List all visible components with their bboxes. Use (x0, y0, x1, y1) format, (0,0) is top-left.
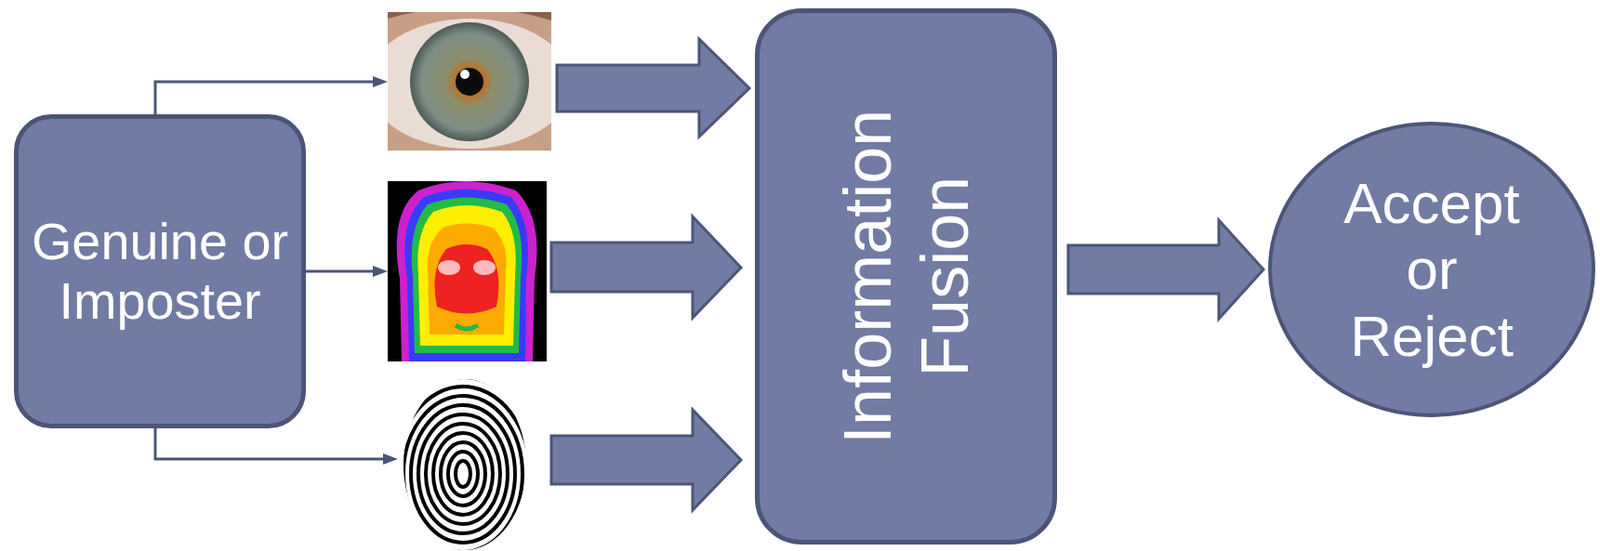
fingerprint-picture (381, 368, 545, 551)
node-label: Accept or Reject (1332, 170, 1533, 370)
node-label: Genuine or Imposter (25, 211, 295, 331)
decision-ellipse: Accept or Reject (1267, 120, 1597, 419)
input-box: Genuine or Imposter (13, 114, 306, 429)
iris-picture (387, 12, 552, 151)
block-arrow-connector (1068, 220, 1264, 319)
block-arrow (1068, 220, 1264, 319)
text-group: Information Fusion (829, 72, 984, 482)
thermal-face-picture (387, 181, 547, 362)
fusion-box: Information Fusion (754, 8, 1058, 545)
text-group: Genuine or Imposter (25, 211, 295, 331)
text-group: Accept or Reject (1332, 170, 1533, 370)
node-label: Information Fusion (829, 72, 984, 482)
block-arrow (551, 39, 750, 511)
